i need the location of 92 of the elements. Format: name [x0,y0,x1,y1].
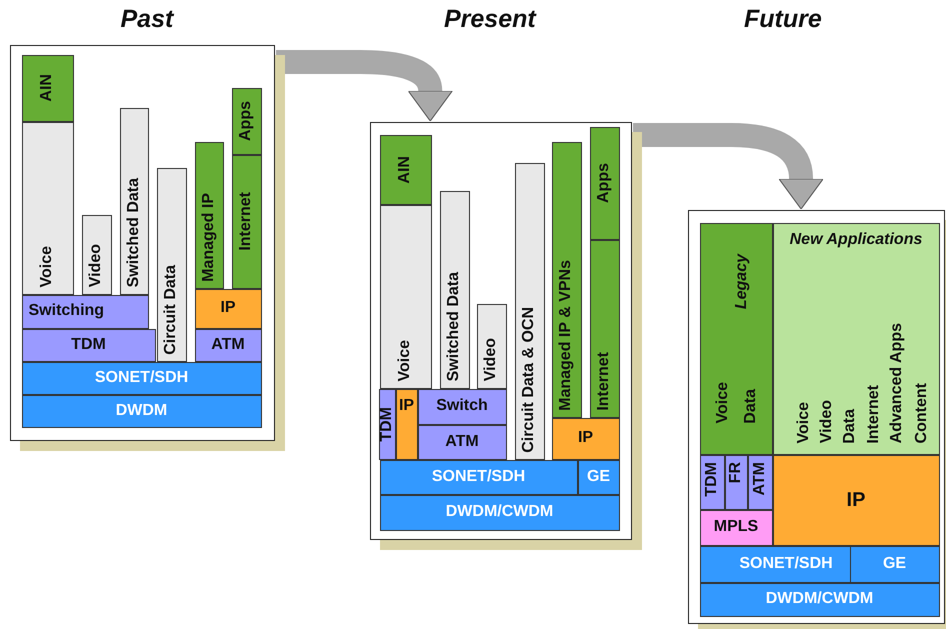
layer-column [514,162,544,460]
block-label: ATM [445,434,479,450]
layer-block [700,222,772,454]
layer-bar [578,460,620,494]
curved-arrow [276,50,453,122]
block-label: AIN [39,74,56,102]
layer-column [590,240,620,418]
block-label: Managed IP [200,192,218,282]
layer-column [590,126,620,240]
block-label: Data [742,388,760,424]
panel-heading: Present [444,5,536,34]
layer-column [380,134,432,204]
block-label: Switching [28,303,104,320]
layer-bar [418,424,506,460]
layer-column [194,142,224,288]
layer-column [120,108,148,294]
block-label: Video [88,244,105,288]
block-label: ATM [752,462,768,495]
layer-bar [396,388,418,460]
layer-bar [194,288,262,328]
block-label: TDM [378,406,396,442]
block-label: DWDM/CWDM [766,591,874,608]
block-label: Switched Data [446,272,463,382]
stage-heading: Future [744,5,822,34]
layer-column [724,454,748,510]
layer-column [748,454,772,510]
layer-bar [772,454,940,546]
block-label: Circuit Data [163,264,180,354]
block-label: Advanced Apps [888,323,906,444]
layer-column [82,214,112,294]
layer-bar [380,460,578,494]
layer-bar [700,582,940,616]
layer-bar [552,418,620,460]
layer-bar [22,294,148,328]
layer-bar [700,510,772,546]
layer-column [232,88,262,154]
block-label: DWDM/CWDM [446,504,554,521]
layer-column [22,54,74,122]
layer-bar [22,394,262,428]
panel-heading: Past [120,5,174,34]
block-label: Voice [397,340,414,382]
block-label: Voice [796,402,812,444]
block-label: Legacy [734,254,750,309]
layer-bar [194,328,262,362]
block-label: Switch [436,398,488,415]
block-label: Voice [714,382,732,424]
block-label: Switched Data [126,178,142,288]
block-label: FR [728,462,744,483]
block-label: Data [842,408,858,444]
layer-column [22,122,74,294]
block-label: Circuit Data & OCN [521,306,538,452]
block-label: IP [846,490,866,510]
layer-column [156,168,186,362]
block-label: IP [398,398,414,414]
block-label: SONET/SDH [739,556,833,572]
block-label: MPLS [714,519,758,536]
block-label: ATM [211,336,245,354]
block-label: Content [914,383,930,444]
layer-column [380,204,432,388]
block-label: Video [483,338,500,382]
block-label: Video [818,400,836,444]
block-label: Apps [238,101,255,141]
block-label: IP [220,300,236,317]
block-label: SONET/SDH [432,468,526,486]
layer-column [476,304,506,388]
layer-bar [22,362,262,394]
block-label: Internet [866,384,882,444]
layer-bar [22,328,156,362]
block-label: Internet [596,352,613,410]
block-label: Internet [238,192,255,251]
curved-arrow [633,123,824,210]
block-label: Managed IP & VPNs [558,260,575,410]
block-label: SONET/SDH [94,370,188,386]
layer-block [772,222,940,454]
block-label: AIN [397,156,414,184]
block-label: New Applications [788,232,924,248]
block-label: TDM [71,336,106,354]
block-label: TDM [704,462,720,496]
block-label: Apps [596,163,613,203]
layer-column [440,190,470,388]
layer-column [378,388,396,460]
layer-bar [380,494,620,530]
layer-bar [850,546,940,582]
layer-column [232,154,262,288]
layer-column [700,454,724,510]
block-label: IP [578,430,594,447]
block-label: GE [882,556,906,572]
block-label: DWDM [116,402,168,420]
block-label: GE [586,468,610,486]
block-label: Voice [39,246,56,288]
layer-bar [418,388,506,424]
layer-column [552,142,582,418]
